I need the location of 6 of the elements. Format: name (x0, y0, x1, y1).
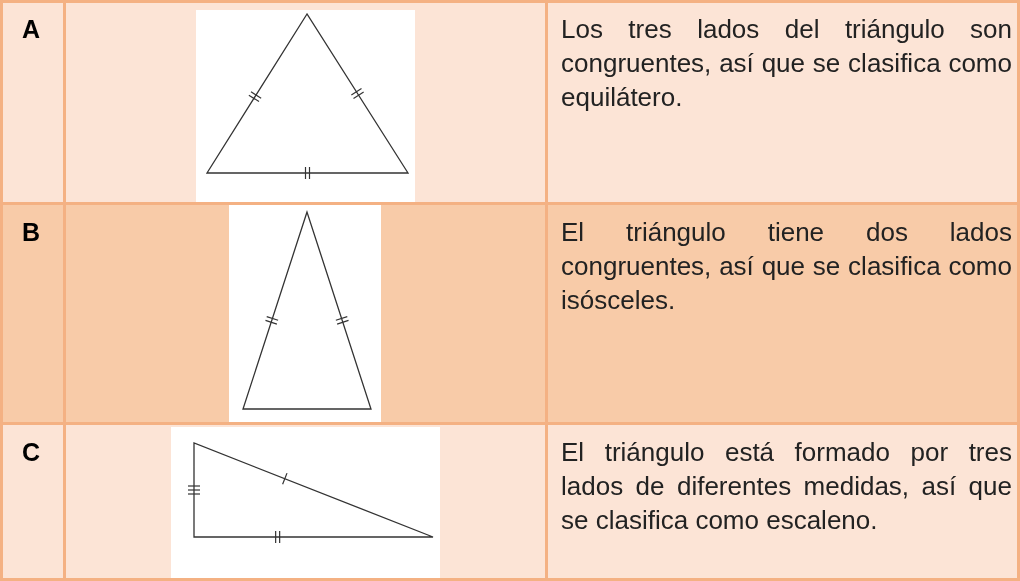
description-text: El triángulo está formado por tres lados de diferentes medidas, así que se clasifica como escaleno. (561, 436, 1012, 537)
description-text: Los tres lados del triángulo son congruentes, así que se clasifica como equilátero. (561, 13, 1012, 114)
row-letter: B (22, 217, 41, 247)
row-letter: A (22, 14, 41, 44)
row-letter: C (22, 437, 41, 467)
description-text: El triángulo tiene dos lados congruentes, así que se clasifica como isósceles. (561, 216, 1012, 317)
